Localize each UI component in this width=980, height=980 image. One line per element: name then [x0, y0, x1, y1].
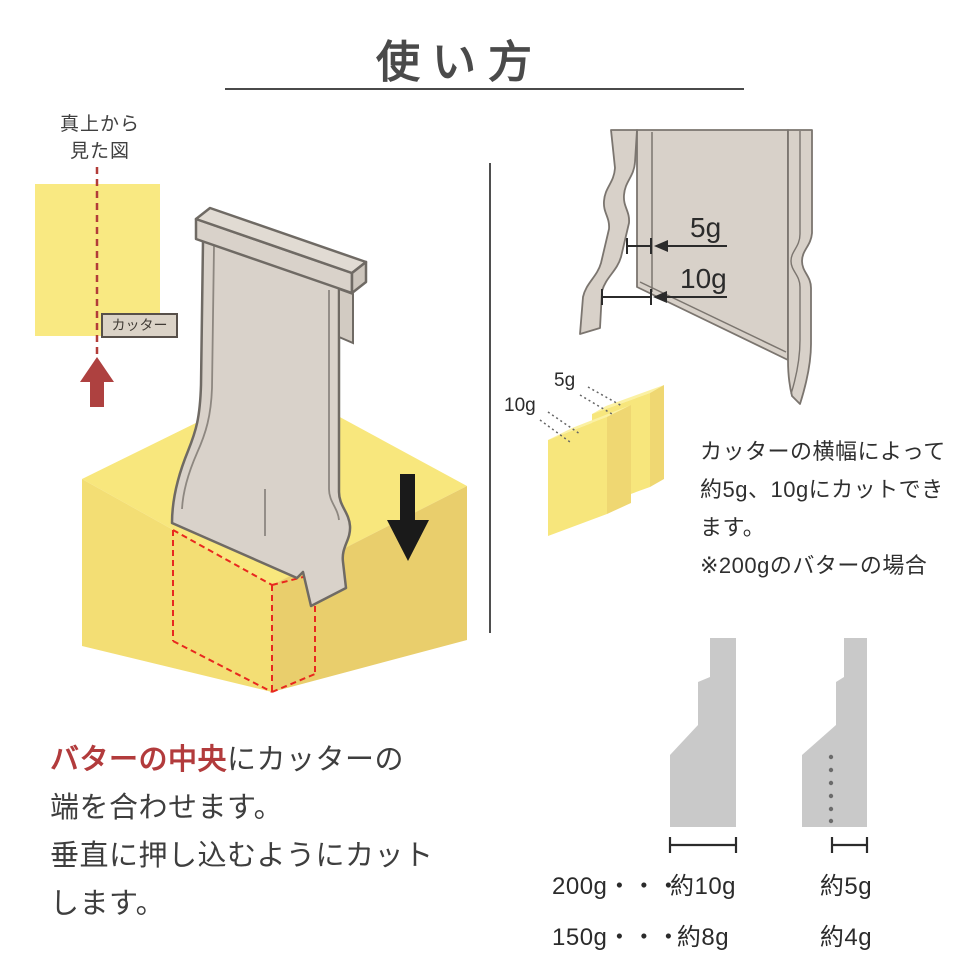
measure-10g	[601, 289, 727, 305]
slice-5g-top	[592, 385, 664, 414]
caption-highlight: バターの中央	[50, 744, 228, 776]
description-line-3: ます。	[700, 515, 766, 540]
top-view-label: 真上から 見た図	[38, 111, 162, 165]
description-line-4: ※200gのバターの場合	[700, 553, 928, 578]
top-view-diagram	[35, 167, 160, 407]
caption-line-1: バターの中央にカッターの	[50, 736, 434, 784]
table-row2-weight: 150g・・・	[552, 924, 681, 951]
blade-profiles	[668, 638, 869, 853]
up-arrow-icon	[80, 357, 114, 407]
measure-5g-arrowhead	[654, 240, 668, 252]
slice-5g-side	[650, 385, 664, 487]
width-5g-label: 5g	[690, 212, 722, 243]
table-row1-5g: 約5g	[819, 873, 873, 900]
cutter-side-tab	[338, 287, 354, 345]
blade-profile-10g	[670, 638, 736, 827]
title-underline	[225, 88, 744, 90]
measure-5g	[626, 238, 727, 254]
blade-profile-5g	[802, 638, 867, 827]
slice-10g-side	[607, 405, 631, 514]
butter-slices	[539, 385, 664, 536]
width-10g-label: 10g	[680, 263, 727, 294]
slice-10g-label: 10g	[504, 395, 536, 416]
description-line-2: 約5g、10gにカットでき	[700, 477, 944, 502]
closeup-right-fold	[790, 131, 801, 395]
handle-end-face	[350, 260, 368, 295]
cutter-blade-closeup	[579, 129, 813, 405]
description-text: カッターの横幅によって 約5g、10gにカットでき ます。 ※200gのバターの…	[700, 433, 946, 585]
cutter-tag-label: カッター	[101, 313, 178, 338]
profile-dim-10g	[668, 837, 738, 853]
closeup-left-flange	[579, 129, 638, 335]
top-view-label-line2: 見た図	[69, 141, 130, 162]
profile-5g-dotted-line	[828, 754, 834, 824]
caption-line-3: 垂直に押し込むようにカット	[50, 840, 434, 872]
butter-cutter	[170, 206, 368, 608]
measure-10g-arrowhead	[653, 291, 667, 303]
closeup-right-flange	[787, 129, 813, 405]
cut-piece-dashed-outline	[172, 529, 316, 693]
page-title: 使い方	[376, 38, 544, 87]
caption-line-1-rest: にカッターの	[227, 744, 405, 776]
table-row1-weight: 200g・・・	[552, 873, 681, 900]
caption-line-4: します。	[50, 888, 166, 920]
table-row2-8g: 約8g	[676, 924, 730, 951]
table-row1-10g: 約10g	[669, 873, 737, 900]
cutter-blade	[170, 239, 352, 608]
down-arrow-icon	[387, 474, 429, 561]
caption-line-2: 端を合わせます。	[50, 792, 284, 824]
cutter-fold-lines	[181, 245, 340, 536]
instruction-caption: バターの中央にカッターの 端を合わせます。 垂直に押し込むようにカット します。	[50, 736, 434, 928]
cutter-handle	[194, 206, 368, 295]
profile-dim-5g	[830, 837, 869, 853]
butter-left-face	[82, 479, 272, 692]
slice-10g-front	[548, 417, 607, 536]
top-view-label-line1: 真上から	[59, 114, 140, 135]
slice-10g	[548, 405, 631, 536]
slice-leader-lines	[539, 386, 623, 443]
slice-5g-label: 5g	[554, 370, 576, 391]
table-row2-4g: 約4g	[819, 924, 873, 951]
description-line-1: カッターの横幅によって	[700, 439, 946, 464]
